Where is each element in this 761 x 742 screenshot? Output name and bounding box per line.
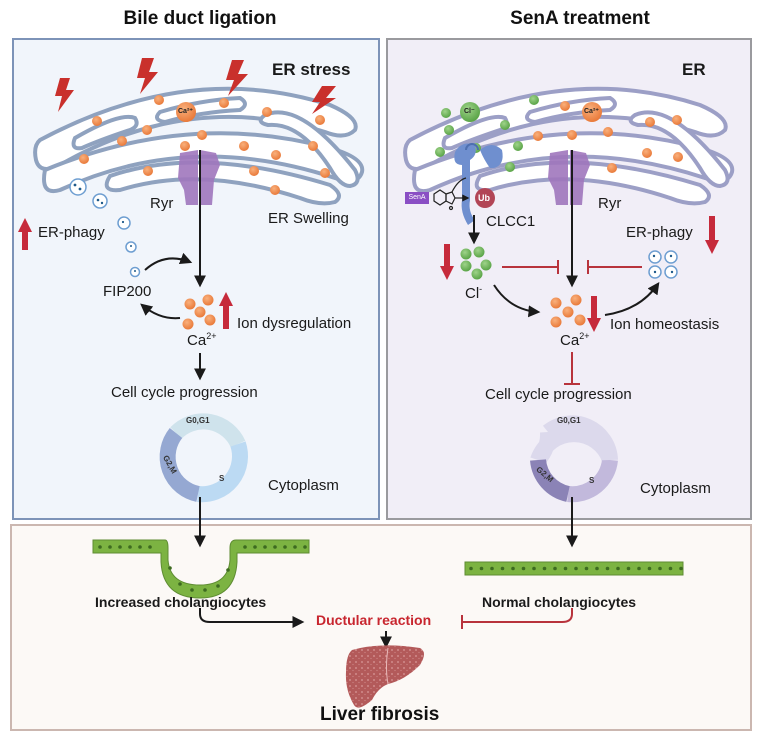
er-phagy-label-right: ER-phagy <box>626 224 693 241</box>
cl-label: Cl- <box>465 284 482 302</box>
cell-nucleus <box>605 566 610 571</box>
liver-fibrosis-label: Liver fibrosis <box>320 704 440 725</box>
er-swelling-label: ER Swelling <box>268 210 349 227</box>
normal-cholangiocytes-label: Normal cholangiocytes <box>482 594 637 610</box>
ca-text: Ca <box>187 332 207 349</box>
cell-nucleus <box>658 566 662 571</box>
down-arrow-icon <box>440 244 454 280</box>
ryr-label-right: Ryr <box>598 195 622 212</box>
phase-s-left: S <box>219 474 225 483</box>
ryr-channel-icon-right <box>548 150 590 205</box>
cell-nucleus <box>574 566 578 571</box>
cell-cycle-label-left: Cell cycle progression <box>111 384 258 401</box>
cell-nucleus <box>637 566 641 571</box>
ryr-label-left: Ryr <box>150 195 174 212</box>
clcc1-label: CLCC1 <box>486 213 536 230</box>
ca-cluster-right <box>550 294 586 328</box>
cell-nucleus <box>626 566 631 571</box>
normal-cholangiocytes-tissue-icon <box>464 561 684 576</box>
lightning-icon <box>137 58 158 94</box>
cell-nucleus <box>542 566 547 571</box>
er-phagy-label-left: ER-phagy <box>38 224 105 241</box>
lightning-icons <box>55 58 336 114</box>
cl-charge: - <box>479 284 483 294</box>
lightning-icon <box>55 78 74 112</box>
sena-badge: SenA <box>405 192 429 204</box>
sena-molecule-icon <box>433 177 470 211</box>
cell-nucleus <box>616 566 620 571</box>
er-phagy-vesicles-right <box>648 250 678 279</box>
right-panel-title: SenA treatment <box>510 8 650 29</box>
er-phagy-vesicles-left <box>69 178 141 278</box>
ca-bubble-label: Ca²⁺ <box>178 108 193 115</box>
lightning-icon <box>226 60 248 96</box>
cl-bubble-label: Cl⁻ <box>464 108 475 115</box>
er-label: ER <box>682 60 706 79</box>
cell-cycle-ring-right <box>530 415 618 503</box>
cell-cycle-label-right: Cell cycle progression <box>485 386 632 403</box>
cell-nucleus <box>563 566 568 571</box>
left-ca-dots <box>79 95 330 195</box>
cl-ion-icon <box>460 102 480 122</box>
cell-nucleus <box>521 566 526 571</box>
up-arrow-icon <box>219 292 233 329</box>
cell-nucleus <box>647 566 652 571</box>
er-stress-label: ER stress <box>272 60 351 79</box>
ion-dysregulation-label: Ion dysregulation <box>237 315 352 332</box>
cl-cluster <box>460 246 492 280</box>
ca-ion-icon <box>582 102 602 122</box>
cell-nucleus <box>595 566 599 571</box>
down-arrow-icon <box>587 296 601 332</box>
cell-cycle-ring-left <box>159 413 248 503</box>
ubiquitin-icon <box>475 188 495 208</box>
increased-cholangiocytes-tissue-icon <box>92 539 310 599</box>
right-ca-dots <box>533 101 683 173</box>
cell-nucleus <box>679 566 683 571</box>
cell-nucleus <box>479 566 484 571</box>
ca-text: Ca <box>560 332 580 349</box>
ca-ion-icon <box>176 102 196 122</box>
ion-homeostasis-label: Ion homeostasis <box>610 316 720 333</box>
lightning-icon <box>312 86 336 114</box>
cell-nucleus <box>532 566 536 571</box>
right-cl-dots <box>435 95 539 172</box>
phase-g0g1-right: G0,G1 <box>557 416 581 425</box>
down-arrow-icon <box>705 216 719 254</box>
cell-nucleus <box>469 566 473 571</box>
cell-nucleus <box>511 566 515 571</box>
ub-label: Ub <box>478 193 490 203</box>
increased-cholangiocytes-label: Increased cholangiocytes <box>95 594 267 610</box>
ca-bubble-label-right: Ca²⁺ <box>584 108 599 115</box>
cell-nucleus <box>584 566 589 571</box>
ca-charge: 2+ <box>579 331 590 341</box>
ca-cluster-left <box>182 294 216 330</box>
ductular-reaction-label: Ductular reaction <box>316 612 432 628</box>
liver-icon <box>345 645 424 708</box>
cl-text: Cl <box>465 285 480 302</box>
cytoplasm-label-right: Cytoplasm <box>640 480 711 497</box>
left-panel-title: Bile duct ligation <box>123 8 277 29</box>
fip200-label: FIP200 <box>103 283 152 300</box>
phase-g0g1-left: G0,G1 <box>186 416 210 425</box>
cell-nucleus <box>500 566 505 571</box>
phase-s-right: S <box>589 476 595 485</box>
cytoplasm-label-left: Cytoplasm <box>268 477 339 494</box>
cell-nucleus <box>490 566 494 571</box>
ca-label-right: Ca2+ <box>560 331 589 349</box>
ca-label-left: Ca2+ <box>187 331 216 349</box>
up-arrow-icon <box>18 218 32 250</box>
left-er-membranes <box>33 86 365 206</box>
ryr-channel-icon-left <box>178 150 220 205</box>
bottom-panel <box>10 524 752 731</box>
ca-charge: 2+ <box>206 331 217 341</box>
clcc1-channel-icon <box>454 143 503 225</box>
cell-nucleus <box>668 566 673 571</box>
cell-nucleus <box>553 566 557 571</box>
